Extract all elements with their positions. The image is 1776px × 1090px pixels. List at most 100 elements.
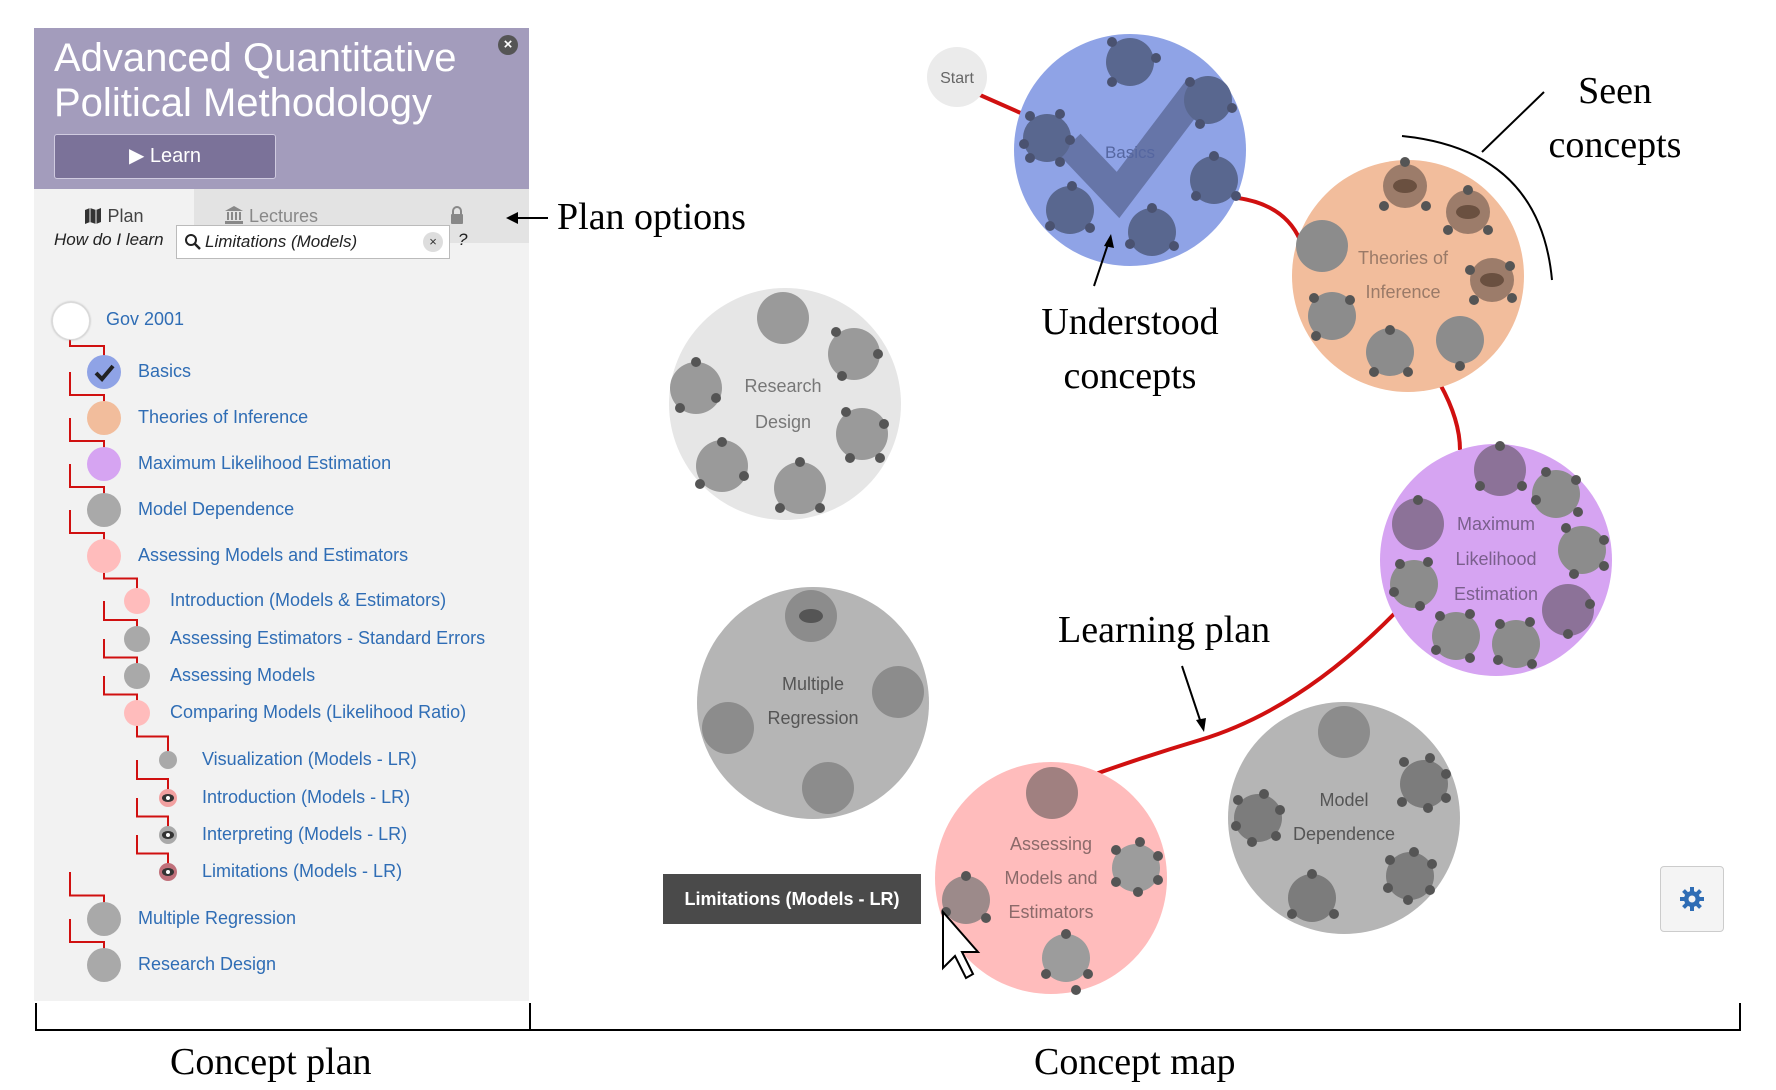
plan-node-label[interactable]: Introduction (Models - LR) — [202, 787, 411, 807]
plan-node-dot[interactable] — [52, 302, 90, 340]
understood-caption-line1: Understood — [1041, 301, 1219, 343]
plan-node-label[interactable]: Model Dependence — [138, 499, 295, 519]
theories-label-1: Theories of — [1358, 248, 1449, 268]
plan-node-label[interactable]: Visualization (Models - LR) — [202, 749, 417, 769]
plan-node-dot[interactable] — [124, 626, 150, 652]
seen-bracket — [1401, 135, 1553, 281]
eye-icon — [162, 831, 174, 839]
assess-label-2: Models and — [1004, 868, 1097, 888]
seen-caption-line1: Seen — [1578, 70, 1652, 112]
map-icon — [85, 208, 102, 224]
settings-button[interactable] — [1660, 866, 1724, 932]
cluster-research-design[interactable]: Research Design — [669, 288, 901, 520]
tab-lectures-label: Lectures — [249, 206, 319, 226]
modeldep-label-2: Dependence — [1293, 824, 1395, 844]
assess-label-3: Estimators — [1008, 902, 1093, 922]
plan-node-dot[interactable] — [159, 826, 177, 844]
multreg-label-1: Multiple — [782, 674, 844, 694]
plan-node-dot[interactable] — [159, 751, 177, 769]
plan-node-dot[interactable] — [87, 493, 121, 527]
search-input[interactable]: Limitations (Models) × — [176, 225, 450, 259]
plan-link-basics-theories — [1237, 196, 1302, 241]
clear-search-icon[interactable]: × — [423, 232, 443, 252]
plan-node-label[interactable]: Limitations (Models - LR) — [202, 861, 403, 881]
seen-pointer — [1481, 91, 1545, 153]
plan-node-label[interactable]: Assessing Models and Estimators — [138, 545, 409, 565]
help-icon[interactable]: ? — [458, 230, 468, 249]
course-header: Advanced Quantitative Political Methodol… — [34, 28, 529, 189]
learning-plan-caption: Learning plan — [1058, 609, 1271, 651]
start-label: Start — [940, 70, 974, 87]
eye-icon — [162, 868, 174, 876]
plan-node-dot[interactable] — [124, 588, 150, 614]
plan-node-dot[interactable] — [87, 401, 121, 435]
plan-node-label[interactable]: Gov 2001 — [106, 309, 185, 329]
basics-label: Basics — [1105, 143, 1155, 162]
plan-node-dot[interactable] — [159, 789, 177, 807]
play-icon: ▶ — [128, 145, 145, 167]
plan-node-dot[interactable] — [87, 902, 121, 936]
start-node[interactable]: Start — [927, 47, 987, 107]
search-value: Limitations (Models) — [205, 232, 358, 251]
plan-link-theories-mle — [1438, 383, 1462, 451]
concept-plan-bracket — [35, 1003, 531, 1031]
mle-label-3: Estimation — [1454, 584, 1538, 604]
plan-node-dot[interactable] — [87, 355, 121, 389]
research-label-1: Research — [744, 376, 821, 396]
plan-node-label[interactable]: Maximum Likelihood Estimation — [138, 453, 392, 473]
plan-node-dot[interactable] — [87, 447, 121, 481]
assess-label-1: Assessing — [1010, 834, 1092, 854]
plan-node-label[interactable]: Interpreting (Models - LR) — [202, 824, 408, 844]
understood-concepts-caption: Understood concepts — [1020, 295, 1240, 403]
plan-node-label[interactable]: Comparing Models (Likelihood Ratio) — [170, 702, 467, 722]
course-title: Advanced Quantitative Political Methodol… — [54, 36, 494, 126]
cluster-model-dependence[interactable]: Model Dependence — [1228, 702, 1460, 934]
mle-label-2: Likelihood — [1455, 549, 1536, 569]
theories-label-2: Inference — [1365, 282, 1440, 302]
eye-icon — [1393, 179, 1504, 287]
search-prompt: How do I learn — [54, 230, 164, 249]
plan-node-label[interactable]: Assessing Estimators - Standard Errors — [170, 628, 486, 648]
plan-node-label[interactable]: Theories of Inference — [138, 407, 309, 427]
cluster-basics[interactable]: Basics — [1014, 34, 1246, 266]
plan-options-caption: Plan options — [557, 196, 746, 238]
eye-icon — [162, 794, 174, 802]
cluster-theories-of-inference[interactable]: Theories of Inference — [1292, 157, 1524, 392]
concept-map-caption: Concept map — [1034, 1041, 1236, 1083]
plan-node-label[interactable]: Basics — [138, 361, 192, 381]
understood-caption-line2: concepts — [1063, 355, 1197, 397]
plan-node-label[interactable]: Assessing Models — [170, 665, 316, 685]
eye-icon — [799, 609, 823, 623]
cluster-multiple-regression[interactable]: Multiple Regression — [697, 587, 929, 819]
research-label-2: Design — [755, 412, 811, 432]
learn-button[interactable]: ▶ Learn — [54, 134, 276, 179]
plan-node-dot[interactable] — [124, 663, 150, 689]
plan-node-label[interactable]: Introduction (Models & Estimators) — [170, 590, 447, 610]
modeldep-label-1: Model — [1319, 790, 1368, 810]
plan-node-dot[interactable] — [159, 863, 177, 881]
plan-node-dot[interactable] — [87, 948, 121, 982]
cluster-maximum-likelihood-estimation[interactable]: Maximum Likelihood Estimation — [1380, 441, 1612, 676]
mouse-cursor-icon — [942, 909, 981, 980]
plan-node-dot[interactable] — [124, 700, 150, 726]
tab-lectures[interactable]: Lectures — [224, 189, 384, 243]
course-title-line2: Political Methodology — [54, 81, 432, 125]
plan-node-label[interactable]: Multiple Regression — [138, 908, 297, 928]
tab-plan[interactable]: Plan — [34, 189, 194, 243]
plan-node-dot[interactable] — [87, 539, 121, 573]
tab-plan-label: Plan — [107, 206, 144, 226]
plan-link-mle-assess — [1051, 610, 1398, 792]
close-icon[interactable]: × — [498, 35, 518, 55]
check-icon — [94, 364, 115, 382]
seen-concepts-caption: Seen concepts — [1540, 64, 1690, 172]
learning-plan-pointer — [1181, 665, 1203, 727]
plan-node-label[interactable]: Research Design — [138, 954, 277, 974]
mle-label-1: Maximum — [1457, 514, 1535, 534]
seen-caption-line2: concepts — [1548, 124, 1682, 166]
cluster-assessing-models-and-estimators[interactable]: Assessing Models and Estimators — [935, 762, 1167, 995]
search-icon — [185, 234, 201, 250]
learn-button-label: Learn — [149, 145, 202, 167]
lock-icon[interactable] — [450, 205, 464, 225]
institution-icon — [225, 206, 243, 224]
